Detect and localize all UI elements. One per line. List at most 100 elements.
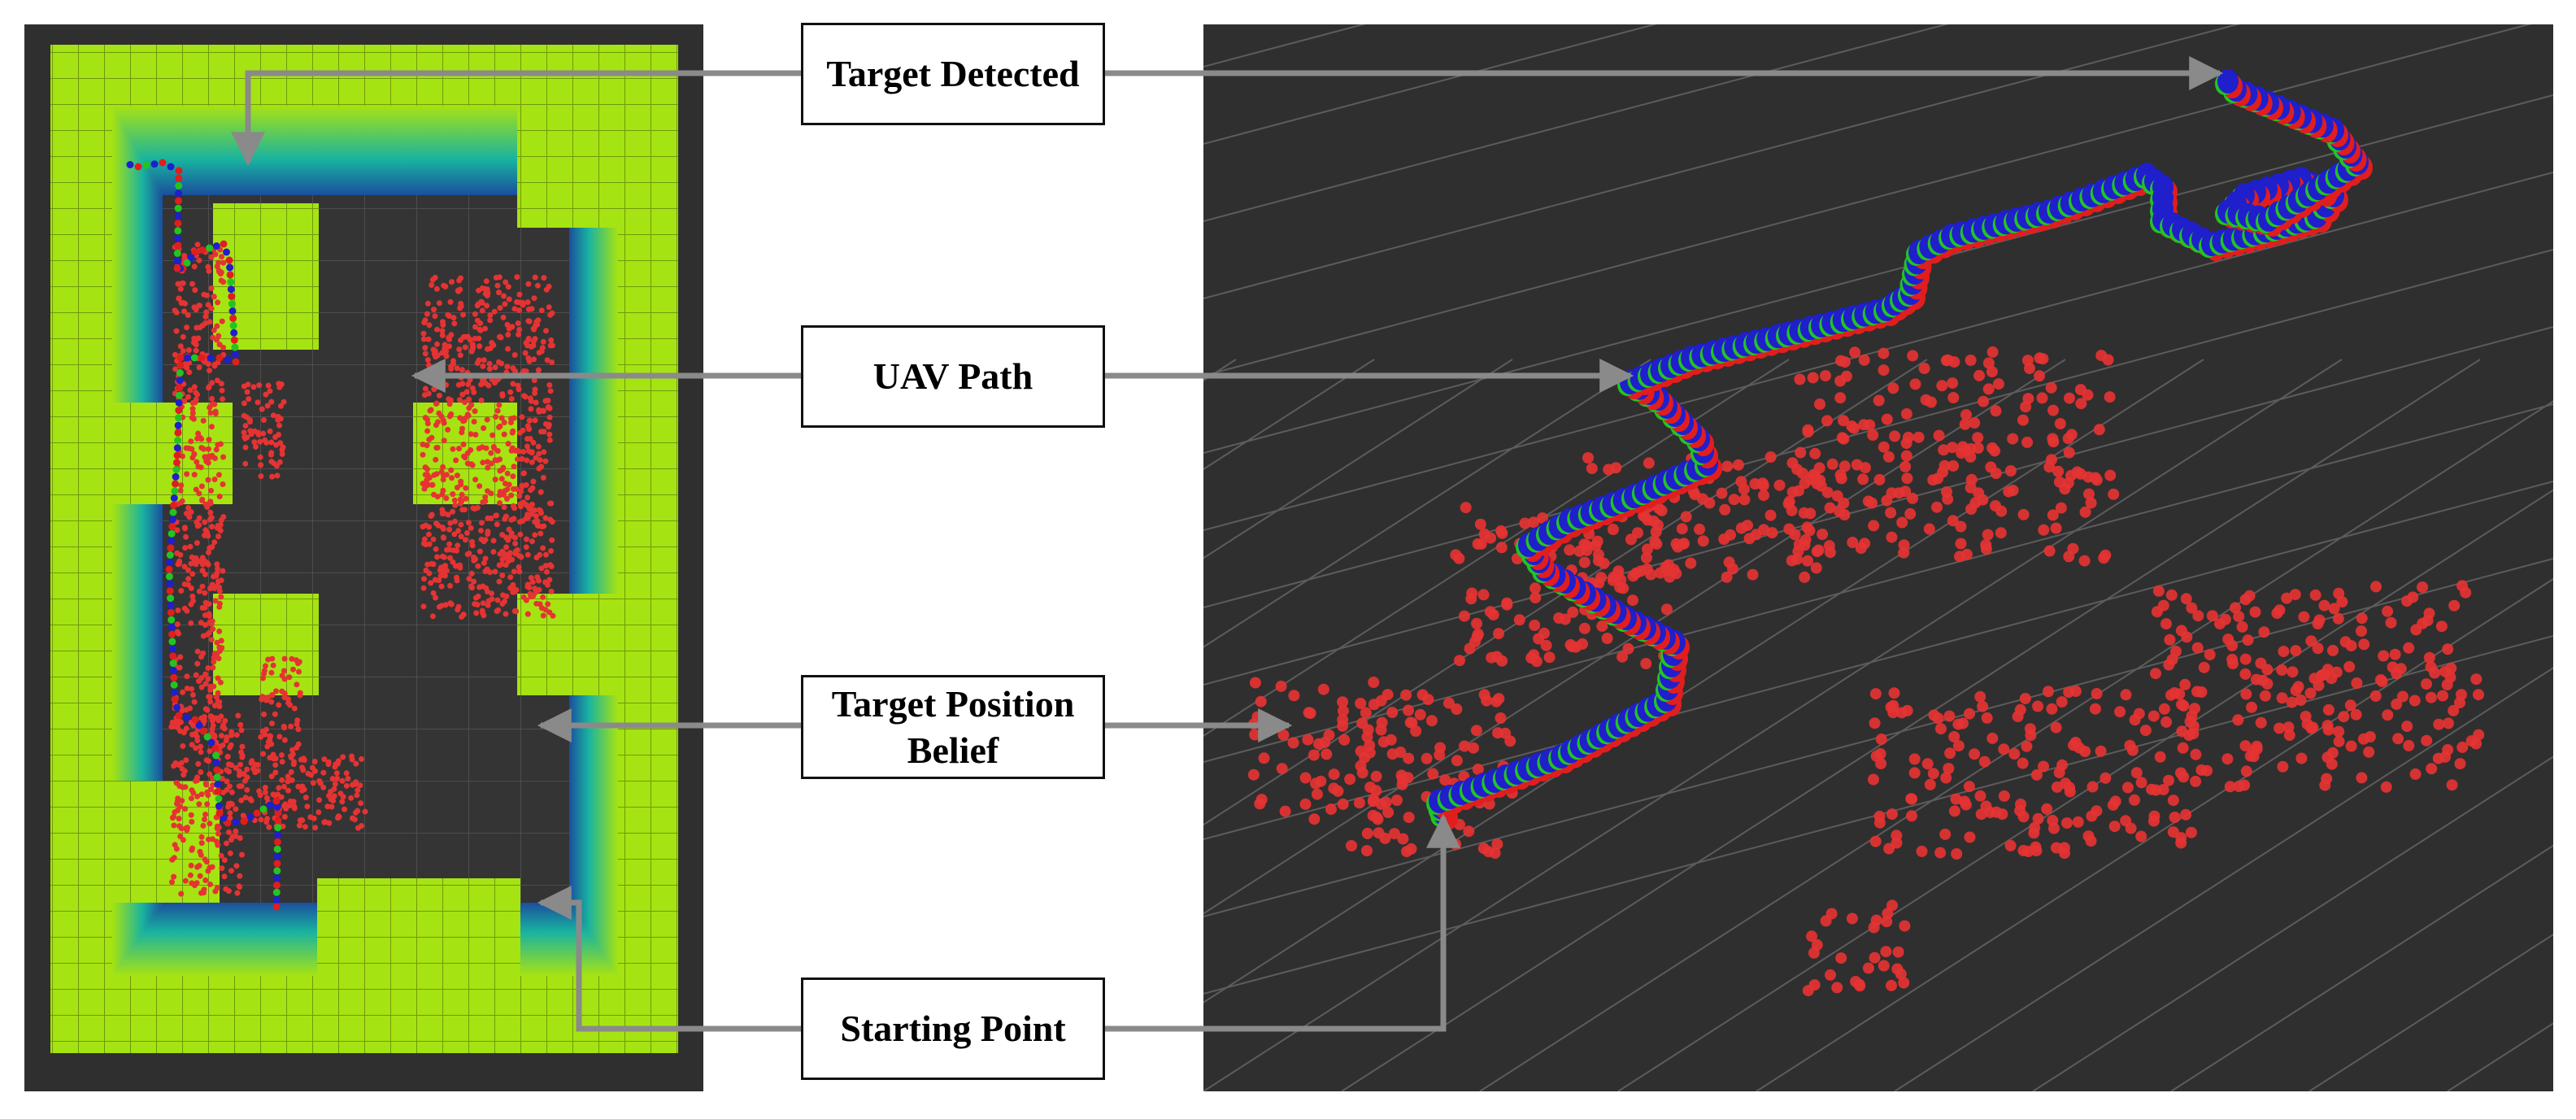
belief-particle xyxy=(208,285,215,291)
belief-particle xyxy=(214,377,220,384)
belief-particle xyxy=(2017,414,2029,426)
path-waypoint xyxy=(190,354,198,362)
belief-particle xyxy=(503,544,510,551)
belief-particle xyxy=(263,663,268,669)
belief-particle xyxy=(205,361,211,368)
belief-particle xyxy=(2019,693,2031,704)
belief-particle xyxy=(468,348,475,355)
belief-particle xyxy=(2192,610,2204,622)
belief-particle xyxy=(2185,826,2197,838)
belief-particle xyxy=(187,872,194,878)
belief-particle xyxy=(1985,461,1997,473)
belief-particle xyxy=(196,588,202,594)
belief-particle xyxy=(1886,979,1897,991)
belief-particle xyxy=(2350,708,2362,721)
belief-particle xyxy=(215,565,220,572)
belief-particle xyxy=(2085,497,2097,509)
path-waypoint xyxy=(183,259,191,267)
belief-particle xyxy=(1361,827,1373,839)
path-waypoint xyxy=(166,587,174,595)
belief-particle xyxy=(1471,617,1482,629)
belief-particle xyxy=(1553,612,1565,624)
grid-line xyxy=(1203,24,2241,299)
belief-particle xyxy=(534,282,541,289)
belief-particle xyxy=(520,449,527,455)
right-uav-path xyxy=(1426,69,2373,830)
belief-particle xyxy=(524,536,529,542)
belief-particle xyxy=(489,596,495,603)
belief-particle xyxy=(334,775,341,782)
belief-particle xyxy=(504,470,511,477)
belief-particle xyxy=(1947,459,1960,472)
belief-particle xyxy=(538,565,545,572)
belief-particle xyxy=(1901,704,1913,716)
belief-particle xyxy=(194,242,201,248)
belief-particle xyxy=(183,725,189,732)
belief-particle xyxy=(1328,782,1340,795)
belief-particle xyxy=(2191,642,2204,654)
belief-particle xyxy=(532,274,538,281)
belief-particle xyxy=(516,326,523,333)
belief-particle xyxy=(2078,555,2091,567)
belief-particle xyxy=(2147,710,2160,722)
belief-particle xyxy=(1978,395,1990,407)
belief-particle xyxy=(2322,703,2334,716)
belief-particle xyxy=(1404,716,1416,729)
belief-particle xyxy=(185,581,191,588)
belief-particle xyxy=(1960,409,1972,421)
belief-particle xyxy=(453,457,459,464)
belief-particle xyxy=(2332,612,2344,625)
belief-particle xyxy=(439,350,446,356)
belief-particle xyxy=(439,328,446,334)
belief-particle xyxy=(278,752,285,758)
belief-particle xyxy=(2442,643,2454,655)
path-waypoint xyxy=(199,727,207,735)
belief-particle xyxy=(535,367,542,373)
belief-particle xyxy=(198,749,204,755)
path-waypoint xyxy=(174,421,182,429)
belief-particle xyxy=(1880,946,1892,958)
belief-particle xyxy=(322,819,329,825)
label-belief-line-1: Target Position xyxy=(831,682,1075,725)
belief-particle xyxy=(430,536,437,542)
belief-particle xyxy=(275,413,281,420)
belief-particle xyxy=(430,561,437,568)
belief-particle xyxy=(1955,520,1967,533)
belief-particle xyxy=(207,545,213,551)
belief-particle xyxy=(1806,930,1817,943)
belief-particle xyxy=(242,795,249,801)
belief-particle xyxy=(1916,845,1928,857)
belief-particle xyxy=(228,742,234,748)
belief-particle xyxy=(455,381,462,388)
belief-particle xyxy=(1317,683,1329,695)
belief-particle xyxy=(2089,703,2101,715)
belief-particle xyxy=(189,819,195,825)
belief-particle xyxy=(216,703,223,710)
belief-particle xyxy=(535,317,542,324)
belief-particle xyxy=(2351,677,2363,689)
belief-particle xyxy=(420,481,426,487)
path-waypoint xyxy=(232,358,240,366)
belief-particle xyxy=(1796,468,1808,479)
belief-particle xyxy=(2425,691,2437,703)
belief-particle xyxy=(546,431,553,438)
belief-particle xyxy=(422,385,429,392)
wall-right-cap xyxy=(618,45,678,1053)
belief-particle xyxy=(2017,757,2029,769)
belief-particle xyxy=(1310,777,1321,790)
belief-particle xyxy=(450,491,456,498)
belief-particle xyxy=(218,577,224,584)
belief-particle xyxy=(474,303,481,309)
belief-particle xyxy=(1986,366,1998,378)
belief-particle xyxy=(476,357,482,364)
belief-particle xyxy=(1886,531,1898,543)
belief-particle xyxy=(504,495,510,502)
belief-particle xyxy=(281,803,287,809)
belief-particle xyxy=(2008,748,2021,760)
belief-particle xyxy=(259,406,265,412)
belief-particle xyxy=(502,516,508,522)
belief-particle xyxy=(192,287,198,294)
belief-particle xyxy=(541,275,547,281)
path-waypoint xyxy=(173,250,181,257)
belief-particle xyxy=(529,538,535,545)
